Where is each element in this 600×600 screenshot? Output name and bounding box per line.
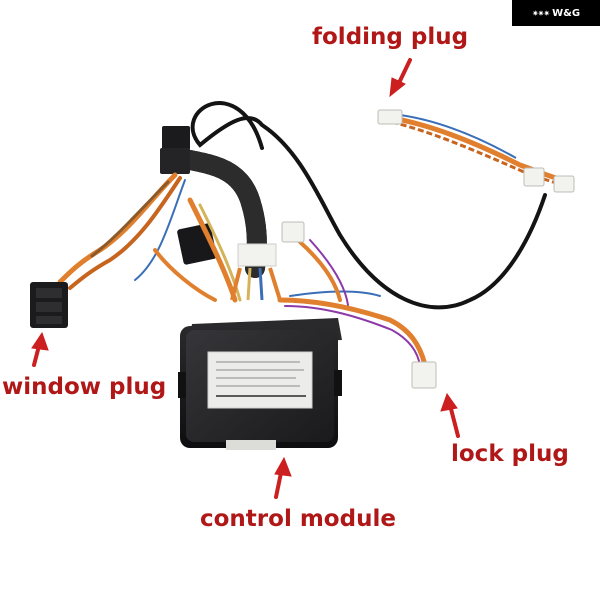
black-connector-top [162, 126, 190, 150]
folding-plug-connector-3 [553, 175, 575, 193]
control-module-label: control module [200, 506, 396, 532]
module-label-sticker [207, 351, 313, 409]
left-wire-bundle [57, 172, 242, 303]
window-plug-connector [30, 282, 68, 328]
window-plug-label: window plug [2, 374, 167, 400]
lock-harness [277, 239, 428, 368]
harness-label-tag [237, 243, 277, 267]
watermark-text: W&G [552, 7, 581, 19]
arrow-lock [448, 403, 460, 438]
watermark-badge: ✷✷✷ W&G [512, 0, 600, 26]
arrow-folding-head [389, 77, 406, 98]
callout-arrows [31, 58, 460, 499]
lock-plug-connector [411, 361, 437, 389]
arrow-folding [396, 58, 412, 87]
black-connector-mid [160, 148, 190, 174]
arrow-lock-head [440, 392, 458, 412]
folding-plug-label: folding plug [312, 24, 469, 50]
folding-plug-connector [377, 109, 403, 125]
lock-plug-label: lock plug [451, 441, 569, 467]
watermark-mark: ✷✷✷ [531, 8, 550, 18]
folding-cable [190, 101, 547, 310]
module-barcode-strip [226, 440, 276, 450]
arrow-control-head [274, 456, 292, 477]
control-module-box [178, 318, 342, 450]
folding-harness [391, 113, 571, 188]
lock-plug-connector-upper [281, 221, 305, 243]
folding-plug-connector-2 [523, 167, 545, 187]
arrow-window-head [31, 331, 49, 351]
module-input-wires [230, 267, 282, 301]
